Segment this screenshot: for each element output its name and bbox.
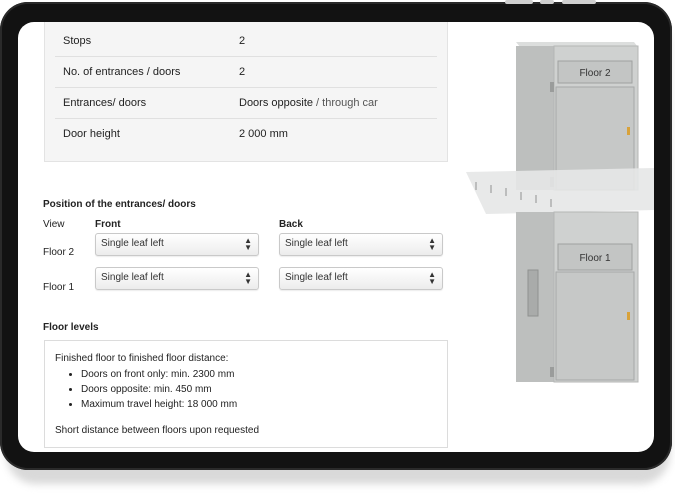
upper-door-light bbox=[627, 127, 630, 135]
select-value: Single leaf left bbox=[285, 238, 348, 249]
upper-floor-sign bbox=[557, 60, 633, 84]
spec-label: Stops bbox=[63, 35, 92, 47]
upper-cabin-side bbox=[516, 46, 554, 190]
back-column-header: Back bbox=[279, 219, 303, 230]
spec-value: 2 bbox=[239, 66, 246, 78]
spec-value: 2 000 mm bbox=[239, 128, 288, 140]
frame-deco bbox=[540, 0, 554, 4]
spec-row-stops: Stops 2 bbox=[55, 25, 437, 57]
list-item: Doors on front only: min. 2300 mm bbox=[81, 367, 237, 382]
floor-1-front-select[interactable]: Single leaf left ▲▼ bbox=[95, 267, 259, 290]
specs-panel: Stops 2 No. of entrances / doors 2 Entra… bbox=[44, 22, 448, 162]
floor-1-back-select[interactable]: Single leaf left ▲▼ bbox=[279, 267, 443, 290]
lower-hinge bbox=[550, 367, 554, 377]
screen: Stops 2 No. of entrances / doors 2 Entra… bbox=[18, 22, 654, 452]
floor-slab bbox=[466, 168, 654, 214]
spec-label: Entrances/ doors bbox=[63, 97, 147, 109]
floor-levels-title: Floor levels bbox=[43, 322, 99, 333]
updown-arrow-icon: ▲▼ bbox=[244, 236, 252, 252]
select-value: Single leaf left bbox=[101, 238, 164, 249]
view-label: View bbox=[43, 219, 65, 230]
side-panel bbox=[527, 269, 539, 317]
floor-levels-box: Finished floor to finished floor distanc… bbox=[44, 340, 448, 448]
floor-2-back-select[interactable]: Single leaf left ▲▼ bbox=[279, 233, 443, 256]
lower-floor-label: Floor 1 bbox=[579, 253, 611, 264]
spec-row-door-height: Door height 2 000 mm bbox=[55, 118, 437, 149]
spec-value: 2 bbox=[239, 35, 246, 47]
lower-door-light bbox=[627, 312, 630, 320]
floor-levels-list: Doors on front only: min. 2300 mm Doors … bbox=[69, 367, 237, 412]
upper-hinge bbox=[550, 82, 554, 92]
floor-1-label: Floor 1 bbox=[43, 282, 75, 293]
updown-arrow-icon: ▲▼ bbox=[244, 270, 252, 286]
floor-levels-note: Short distance between floors upon reque… bbox=[55, 425, 260, 436]
slab-edge-marks bbox=[475, 182, 552, 207]
floor-2-front-select[interactable]: Single leaf left ▲▼ bbox=[95, 233, 259, 256]
tablet-frame: Stops 2 No. of entrances / doors 2 Entra… bbox=[0, 0, 672, 470]
upper-floor-label: Floor 2 bbox=[579, 68, 611, 79]
spec-label: Door height bbox=[63, 128, 120, 140]
lower-door bbox=[555, 271, 635, 381]
frame-deco bbox=[562, 0, 596, 4]
front-column-header: Front bbox=[95, 219, 121, 230]
select-value: Single leaf left bbox=[285, 272, 348, 283]
list-item: Doors opposite: min. 450 mm bbox=[81, 382, 237, 397]
spec-value: Doors opposite / through car bbox=[239, 97, 378, 109]
spec-label: No. of entrances / doors bbox=[63, 66, 181, 78]
updown-arrow-icon: ▲▼ bbox=[428, 270, 436, 286]
positions-title: Position of the entrances/ doors bbox=[43, 199, 196, 210]
spec-row-door-config: Entrances/ doors Doors opposite / throug… bbox=[55, 87, 437, 119]
updown-arrow-icon: ▲▼ bbox=[428, 236, 436, 252]
floor-2-label: Floor 2 bbox=[43, 247, 75, 258]
frame-deco bbox=[505, 0, 533, 4]
lift-illustration: Floor 2 Floor 1 bbox=[466, 42, 654, 383]
floor-levels-intro: Finished floor to finished floor distanc… bbox=[55, 353, 229, 364]
select-value: Single leaf left bbox=[101, 272, 164, 283]
list-item: Maximum travel height: 18 000 mm bbox=[81, 397, 237, 412]
spec-row-entrances: No. of entrances / doors 2 bbox=[55, 56, 437, 88]
lower-floor-sign bbox=[557, 243, 633, 271]
